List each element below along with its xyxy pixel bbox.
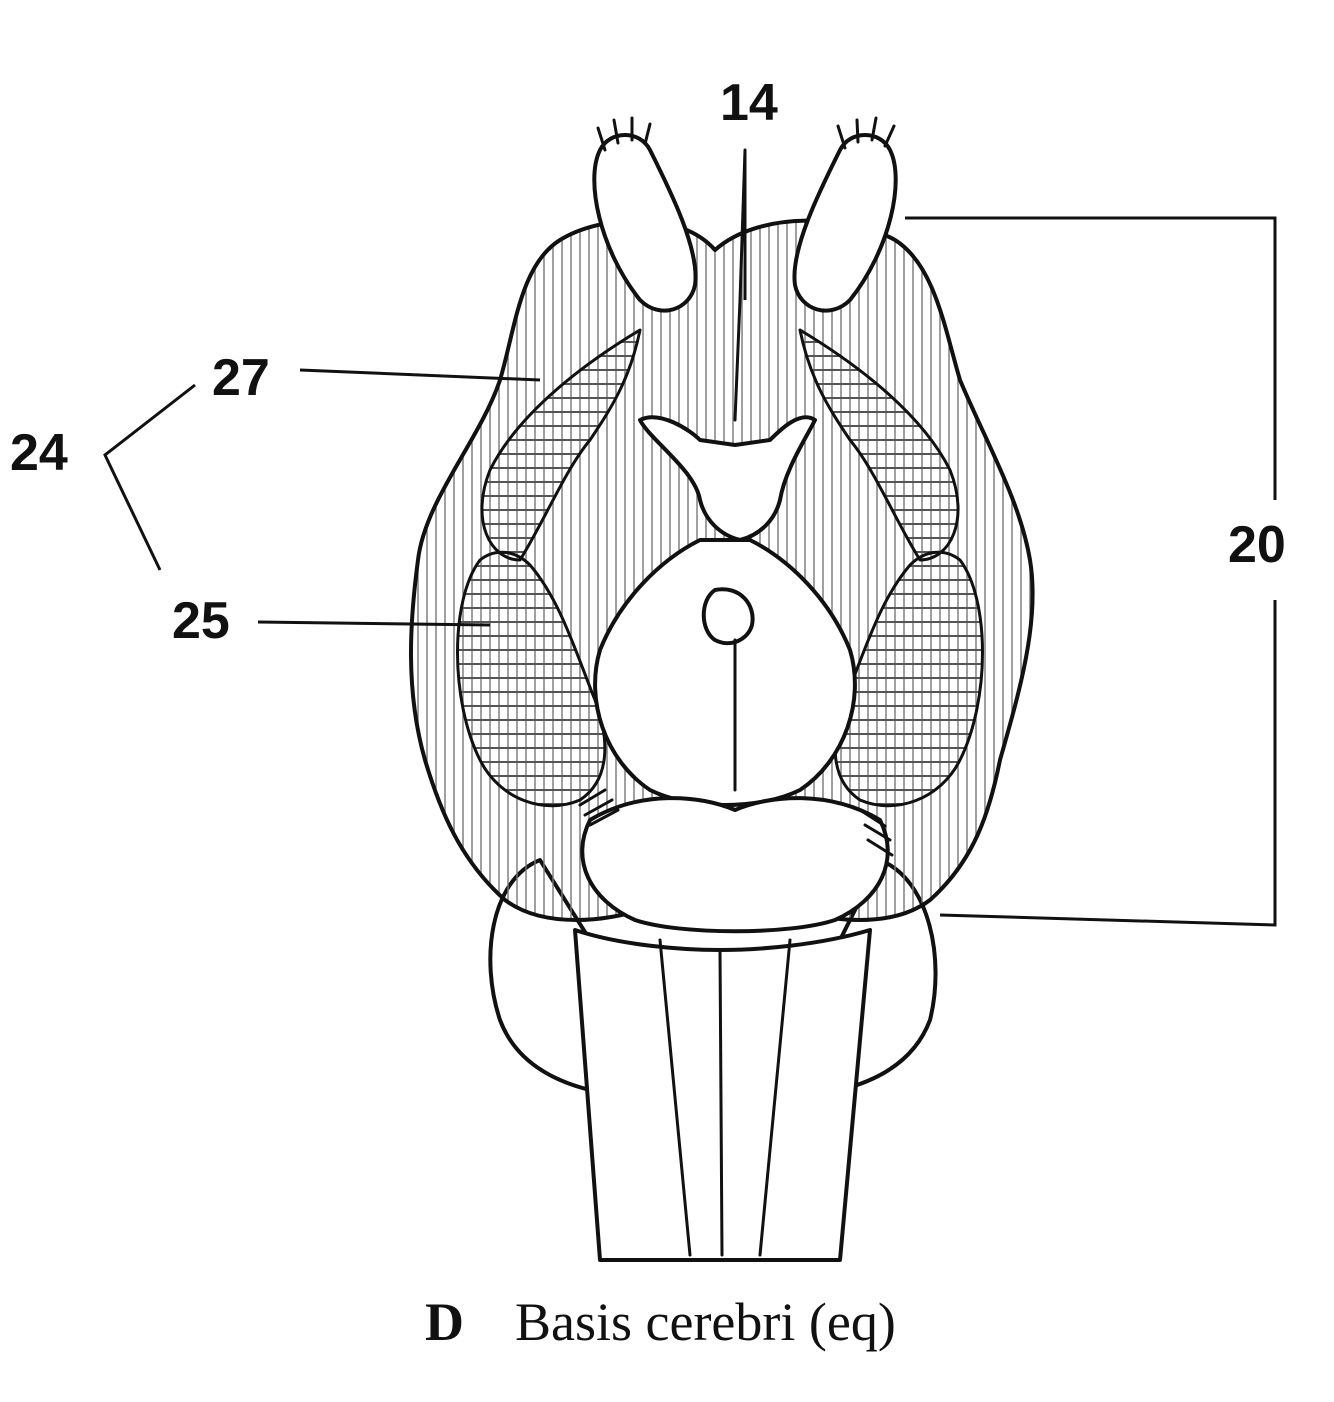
label-14: 14 <box>720 74 778 132</box>
leader-24-bracket <box>105 385 195 570</box>
caption-text: Basis cerebri (eq) <box>515 1292 896 1352</box>
caption-letter: D <box>425 1292 464 1352</box>
label-20: 20 <box>1228 516 1286 574</box>
label-24: 24 <box>10 424 68 482</box>
ventral-median-fissure <box>720 950 722 1255</box>
label-25: 25 <box>172 592 230 650</box>
label-27: 27 <box>212 349 270 407</box>
pons <box>582 798 888 931</box>
hypophysis <box>704 589 753 643</box>
